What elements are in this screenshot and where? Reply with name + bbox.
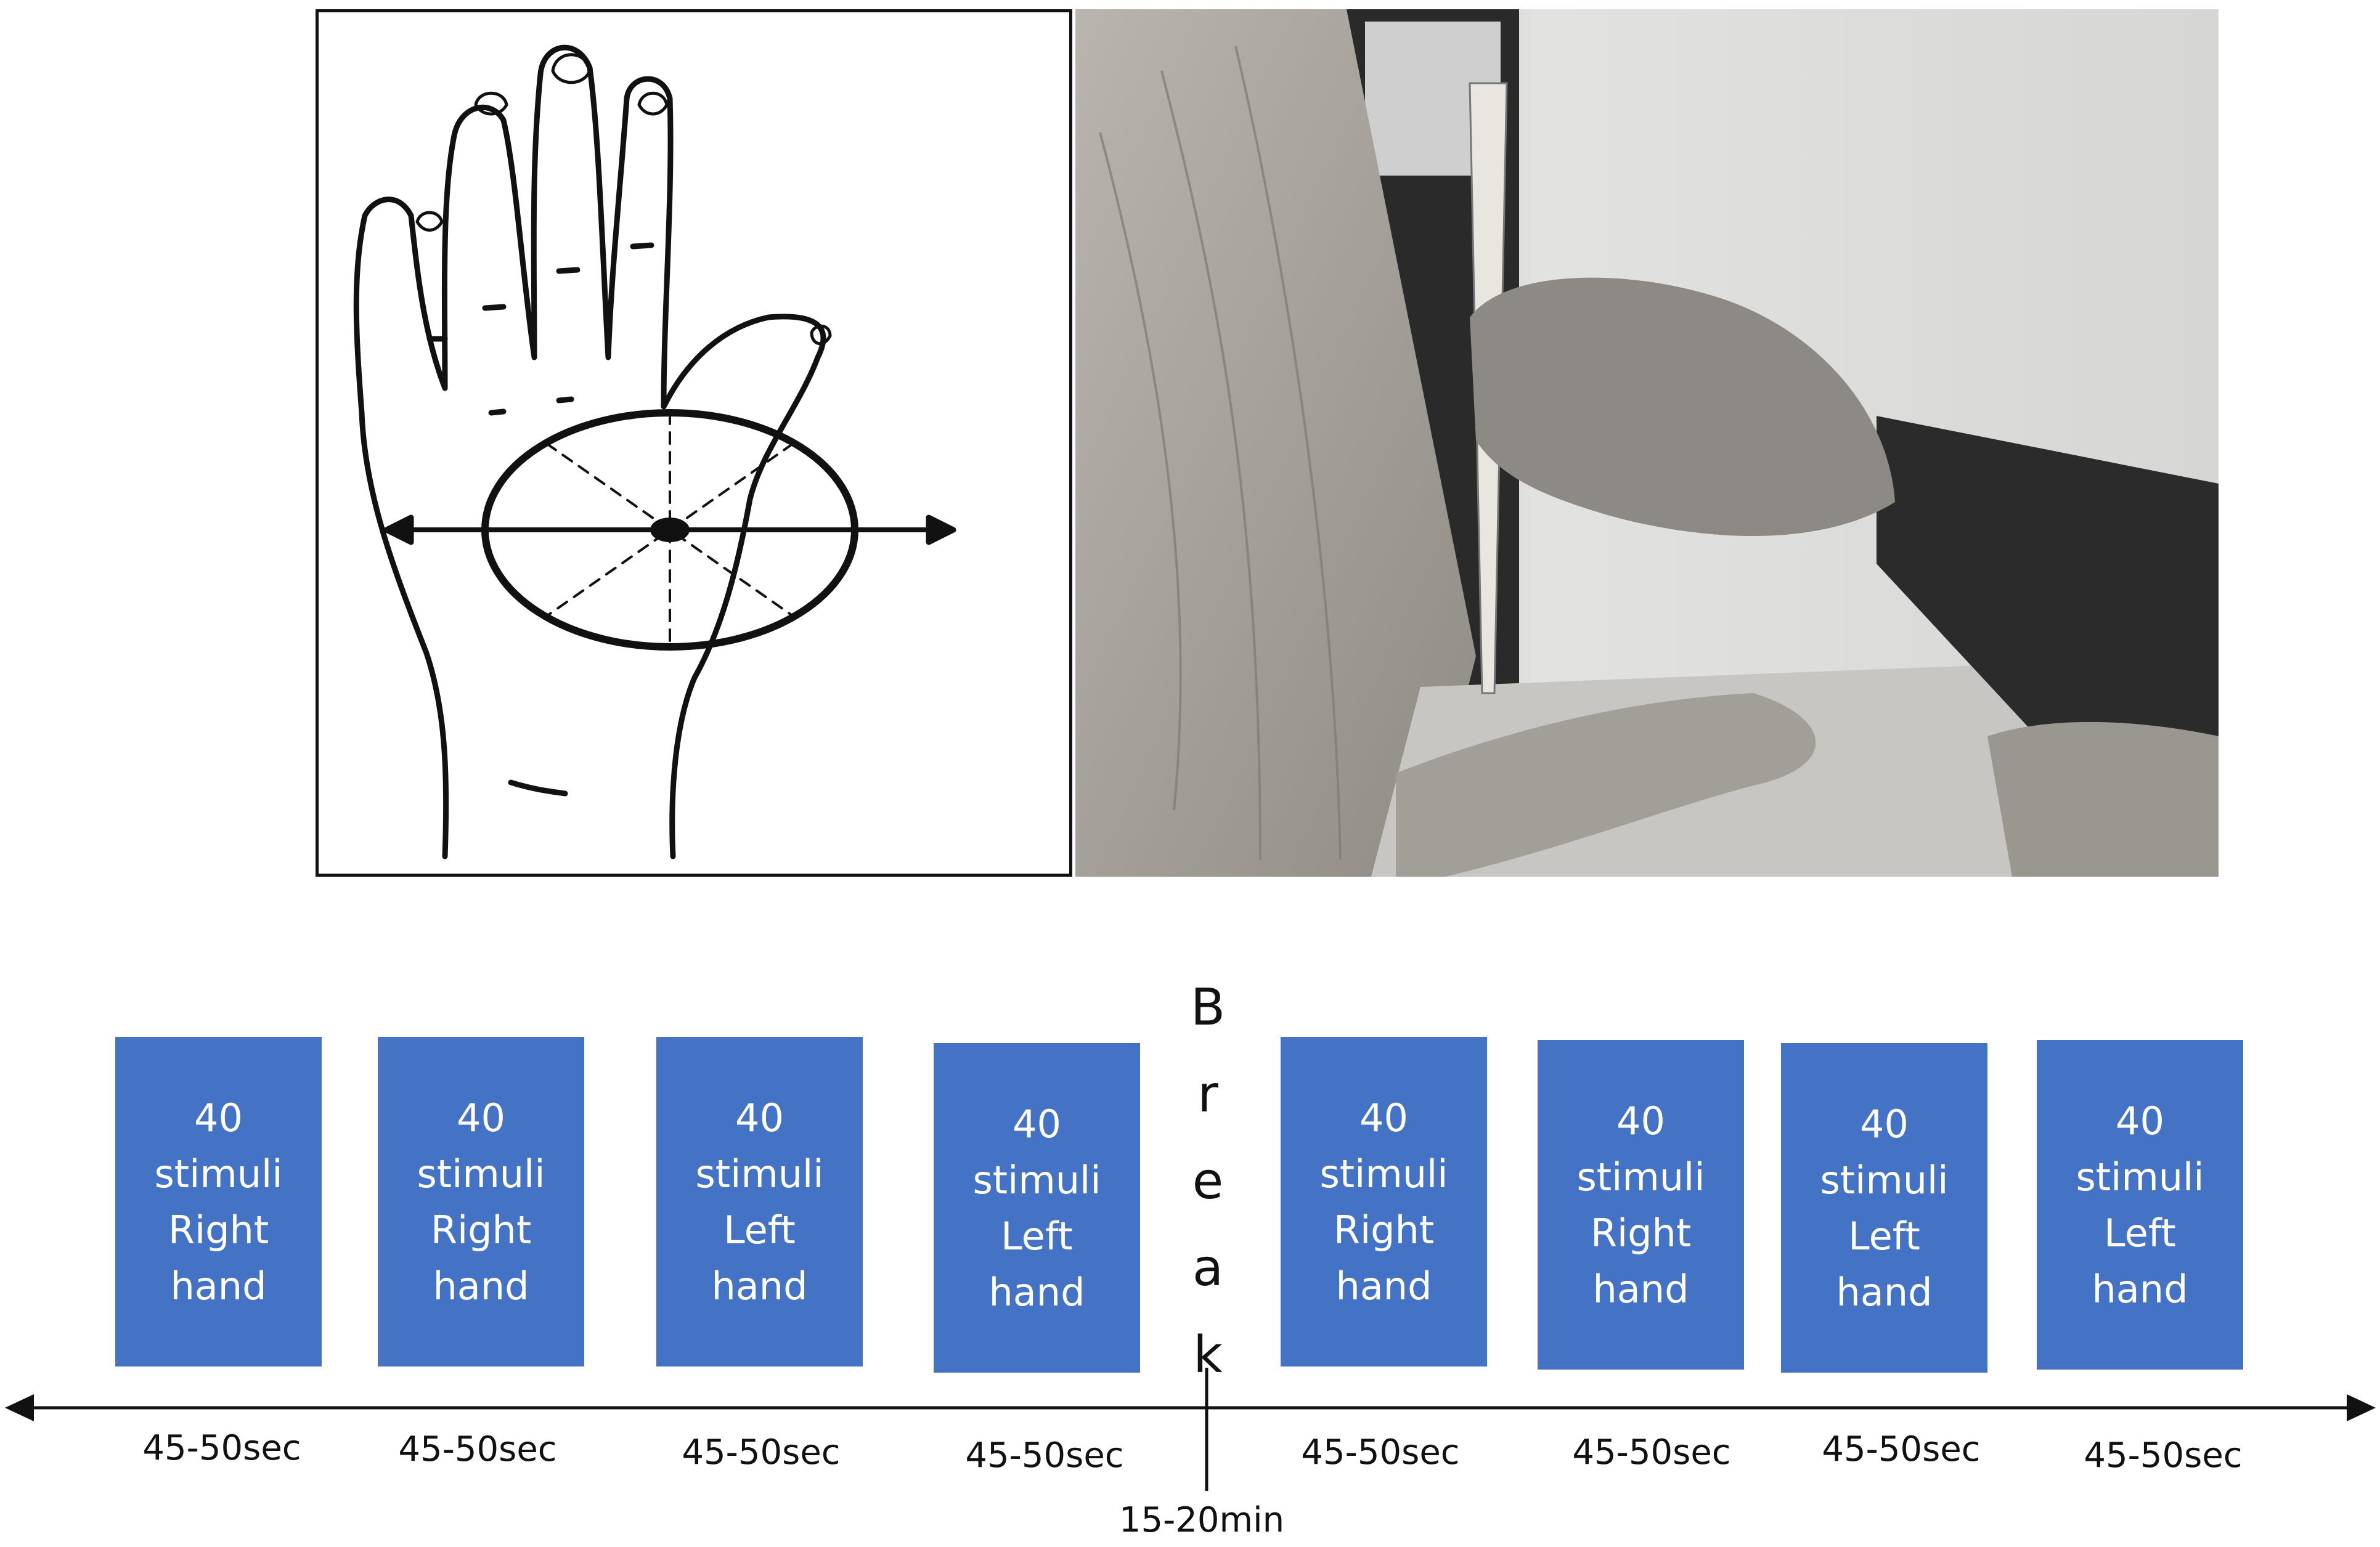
block-duration: 45-50sec — [1822, 1429, 1981, 1469]
hand-palm-stimulation-diagram-icon — [353, 44, 956, 859]
break-duration: 15-20min — [1119, 1500, 1285, 1540]
block-count: 40 — [1013, 1101, 1061, 1147]
break-letter: B — [1190, 978, 1226, 1037]
block-count: 40 — [1860, 1101, 1909, 1147]
stimulus-block: 40 stimuli Right hand — [378, 1037, 584, 1366]
block-count: 40 — [735, 1095, 784, 1140]
stimulus-block: 40 stimuli Left hand — [2037, 1040, 2243, 1370]
block-unit: stimuli — [695, 1151, 824, 1196]
block-count: 40 — [1359, 1095, 1408, 1140]
break-letter: e — [1192, 1152, 1224, 1211]
stimulus-block: 40 stimuli Right hand — [115, 1037, 322, 1366]
block-part: hand — [1335, 1263, 1432, 1309]
stimulus-block: 40 stimuli Right hand — [1538, 1040, 1744, 1370]
block-side: Right — [168, 1207, 269, 1253]
block-duration: 45-50sec — [2084, 1435, 2243, 1476]
block-side: Left — [1001, 1213, 1073, 1259]
block-unit: stimuli — [972, 1157, 1101, 1203]
block-duration: 45-50sec — [398, 1429, 557, 1469]
stimulus-block: 40 stimuli Left hand — [934, 1043, 1140, 1373]
block-count: 40 — [194, 1095, 243, 1140]
break-letter: r — [1197, 1065, 1218, 1124]
block-count: 40 — [457, 1095, 505, 1140]
stimulus-block: 40 stimuli Left hand — [656, 1037, 863, 1366]
block-part: hand — [988, 1269, 1085, 1315]
block-duration: 45-50sec — [142, 1428, 301, 1468]
hand-diagram-panel — [316, 9, 1072, 877]
block-part: hand — [2092, 1266, 2188, 1312]
block-unit: stimuli — [154, 1151, 283, 1196]
block-side: Left — [1848, 1213, 1920, 1259]
break-label: B r e a k — [1177, 964, 1239, 1399]
block-unit: stimuli — [417, 1151, 545, 1196]
block-part: hand — [1836, 1269, 1933, 1315]
block-side: Left — [2104, 1210, 2176, 1256]
block-duration: 45-50sec — [1301, 1432, 1460, 1472]
stimulus-block: 40 stimuli Right hand — [1281, 1037, 1487, 1366]
block-unit: stimuli — [2076, 1154, 2204, 1200]
block-unit: stimuli — [1820, 1157, 1949, 1203]
block-duration: 45-50sec — [965, 1435, 1124, 1476]
experimenter-stimulating-hand-photo-icon — [1075, 9, 2219, 877]
block-part: hand — [711, 1263, 808, 1309]
block-unit: stimuli — [1319, 1151, 1448, 1196]
block-duration: 45-50sec — [1572, 1432, 1731, 1472]
break-letter: a — [1192, 1239, 1224, 1297]
block-side: Right — [430, 1207, 532, 1253]
block-part: hand — [170, 1263, 267, 1309]
block-duration: 45-50sec — [682, 1432, 841, 1472]
block-side: Left — [723, 1207, 796, 1253]
block-side: Right — [1590, 1210, 1692, 1256]
break-letter: k — [1193, 1326, 1223, 1384]
experiment-photo — [1075, 9, 2219, 877]
block-side: Right — [1333, 1207, 1435, 1253]
block-count: 40 — [1616, 1098, 1665, 1143]
block-part: hand — [433, 1263, 529, 1309]
block-part: hand — [1592, 1266, 1689, 1312]
stimulus-block: 40 stimuli Left hand — [1781, 1043, 1987, 1373]
block-count: 40 — [2116, 1098, 2164, 1143]
block-unit: stimuli — [1576, 1154, 1705, 1200]
